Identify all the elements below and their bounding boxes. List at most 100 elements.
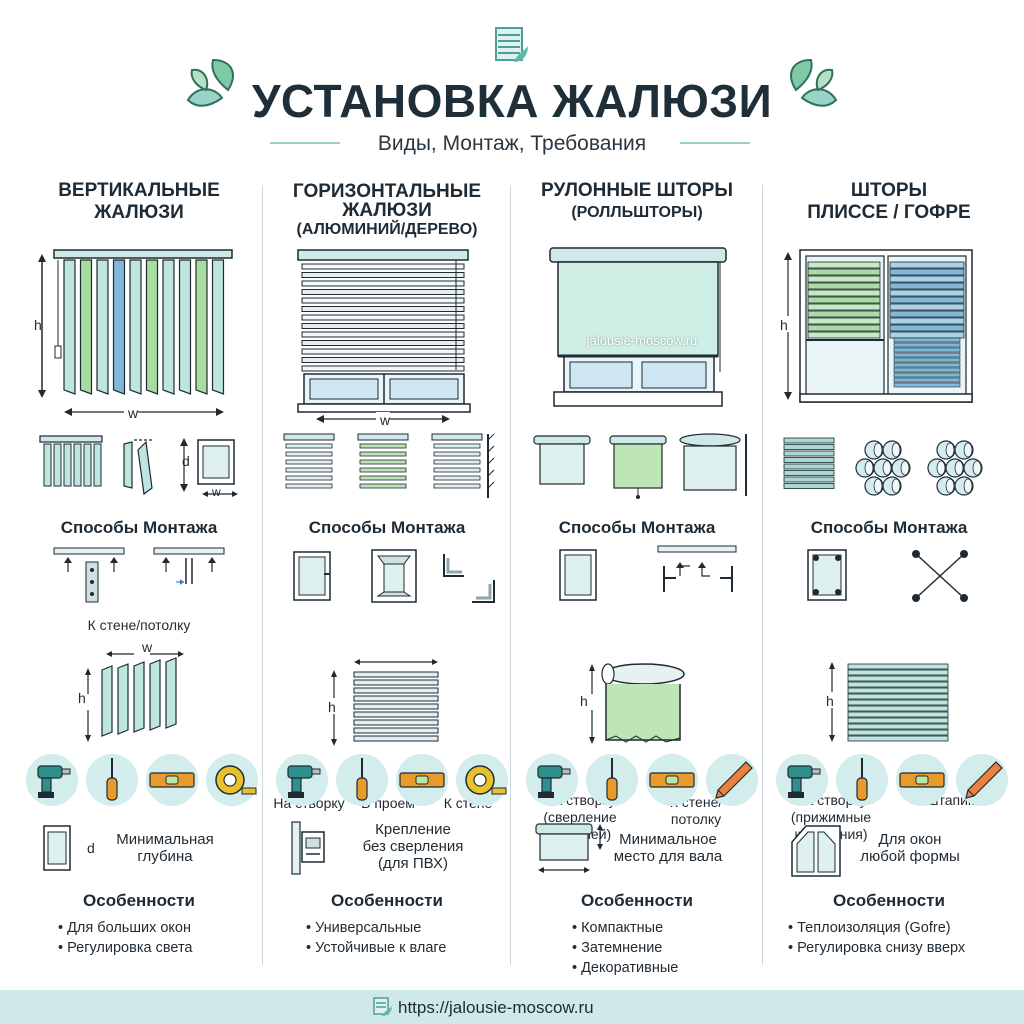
drill-icon (276, 754, 328, 806)
leaf-left-icon (186, 58, 234, 107)
logo-icon (373, 997, 392, 1016)
tape-measure-icon (456, 754, 508, 806)
roller-dimension-diagram (584, 663, 685, 744)
mount-label: К стене/потолку (87, 617, 191, 633)
subtitle-decor (270, 142, 750, 144)
roller-types-icons (533, 433, 747, 499)
height-label: h (34, 317, 42, 333)
features-list: Теплоизоляция (Gofre) Регулировка снизу … (788, 918, 965, 958)
screwdriver-icon (836, 754, 888, 806)
feature-item: Устойчивые к влаге (306, 938, 446, 958)
level-icon (146, 754, 198, 806)
column-title: ШТОРЫ ПЛИССЕ / ГОФРЕ (807, 180, 971, 223)
roller-space-icon (535, 823, 603, 873)
features-list: Универсальные Устойчивые к влаге (306, 918, 446, 958)
screwdriver-icon (86, 754, 138, 806)
drill-icon (26, 754, 78, 806)
feature-item: Декоративные (572, 958, 678, 978)
horizontal-dimension-diagram (326, 659, 439, 746)
no-drill-bracket-icon (291, 821, 325, 875)
any-shape-window-icon (791, 825, 841, 877)
mount-types-icons (293, 549, 495, 603)
feature-item: Регулировка света (58, 938, 192, 958)
pencil-icon (706, 754, 758, 806)
column-vertical-blinds: ВЕРТИКАЛЬНЫЕ ЖАЛЮЗИ h w (14, 180, 264, 970)
mount-heading: Способы Монтажа (308, 518, 466, 537)
pleated-dimension-diagram (824, 662, 949, 742)
feature-item: Компактные (572, 918, 678, 938)
pencil-icon (956, 754, 1008, 806)
height-label: h (580, 693, 588, 709)
mount-types-icons (559, 545, 737, 601)
logo-icon (495, 27, 528, 62)
features-heading: Особенности (581, 891, 693, 910)
screwdriver-icon (336, 754, 388, 806)
column-divider (762, 185, 763, 965)
leaf-right-icon (790, 58, 838, 107)
tools-row (526, 754, 758, 806)
tape-measure-icon (206, 754, 258, 806)
column-title: ВЕРТИКАЛЬНЫЕ ЖАЛЮЗИ (58, 180, 220, 223)
tools-row (26, 754, 258, 806)
width-label: w (212, 485, 221, 499)
drill-icon (526, 754, 578, 806)
requirement-text: Минимальная глубина (116, 831, 214, 865)
vertical-dimension-diagram (80, 644, 184, 742)
column-divider (510, 185, 511, 965)
height-label: h (328, 699, 336, 715)
roller-blind-illustration (549, 247, 727, 407)
requirement-text: Минимальное место для вала (613, 831, 723, 865)
requirement-text: Для окон любой формы (860, 831, 960, 865)
requirement-text: Крепление без сверления (для ПВХ) (362, 821, 464, 872)
features-heading: Особенности (83, 891, 195, 910)
level-icon (646, 754, 698, 806)
vertical-blinds-illustration (18, 249, 233, 419)
column-pleated-blinds: ШТОРЫ ПЛИССЕ / ГОФРЕ h Способы Монтажа (764, 180, 1014, 970)
mount-wall-ceiling-icon (53, 547, 225, 603)
width-label: w (380, 412, 391, 428)
page-subtitle: Виды, Монтаж, Требования (377, 132, 647, 155)
feature-item: Регулировка снизу вверх (788, 938, 965, 958)
column-divider (262, 185, 263, 965)
column-title: РУЛОННЫЕ ШТОРЫ (РОЛЛЬШТОРЫ) (541, 180, 733, 221)
feature-item: Для больших окон (58, 918, 193, 938)
mount-types-icons (807, 549, 968, 602)
drill-icon (776, 754, 828, 806)
width-label: w (142, 639, 153, 655)
mount-heading: Способы Монтажа (810, 518, 968, 537)
features-heading: Особенности (331, 891, 443, 910)
page-title: УСТАНОВКА ЖАЛЮЗИ (251, 75, 773, 127)
depth-label: d (87, 840, 95, 856)
footer-link[interactable]: https://jalousie-moscow.ru (398, 998, 594, 1017)
height-label: h (826, 693, 834, 709)
mount-heading: Способы Монтажа (60, 518, 218, 537)
horizontal-blinds-illustration (297, 249, 471, 426)
column-roller-blinds: РУЛОННЫЕ ШТОРЫ (РОЛЛЬШТОРЫ) jalousie-mos… (512, 180, 762, 976)
width-label: w (128, 405, 139, 421)
column-horizontal-blinds: ГОРИЗОНТАЛЬНЫЕ ЖАЛЮЗИ (АЛЮМИНИЙ/ДЕРЕВО) … (262, 180, 512, 970)
height-label: h (78, 690, 86, 706)
level-icon (896, 754, 948, 806)
mount-heading: Способы Монтажа (558, 518, 716, 537)
min-depth-icon (43, 825, 71, 871)
footer-bar (0, 990, 1024, 1024)
height-label: h (780, 317, 788, 333)
features-heading: Особенности (833, 891, 945, 910)
features-list: Компактные Затемнение Декоративные (572, 918, 678, 978)
feature-item: Затемнение (572, 938, 678, 958)
feature-item: Универсальные (306, 918, 446, 938)
screwdriver-icon (586, 754, 638, 806)
level-icon (396, 754, 448, 806)
pleated-blinds-illustration (782, 249, 973, 403)
horizontal-types-icons (283, 433, 495, 498)
pleated-types-icons (783, 437, 983, 496)
features-list: Для больших окон Регулировка света (58, 918, 193, 958)
depth-label: d (182, 453, 190, 469)
slat-types-icons (39, 435, 238, 497)
tools-row (776, 754, 1008, 806)
feature-item: Теплоизоляция (Gofre) (788, 918, 965, 938)
column-title: ГОРИЗОНТАЛЬНЫЕ ЖАЛЮЗИ (АЛЮМИНИЙ/ДЕРЕВО) (292, 181, 482, 238)
watermark-text: jalousie-moscow.ru (586, 333, 698, 348)
tools-row (276, 754, 508, 806)
